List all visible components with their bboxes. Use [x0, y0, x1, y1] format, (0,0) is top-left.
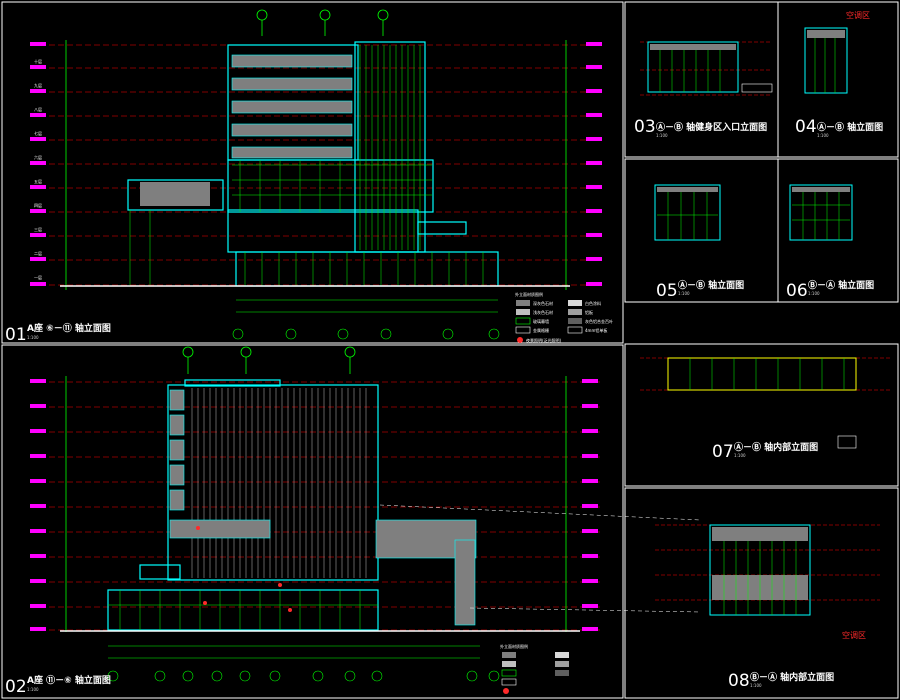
panel-number: 03: [634, 117, 656, 137]
panel-number: 01: [5, 325, 27, 345]
level-label: 二层: [34, 250, 42, 256]
panel-title: Ⓑ－Ⓐ 轴内部立面图: [750, 671, 834, 683]
panel-number: 04: [795, 117, 817, 137]
panel-number: 06: [786, 281, 808, 301]
legend-item: 灰色铝合金百叶: [585, 318, 613, 324]
panel-scale: 1:100: [734, 453, 746, 458]
level-label: 七层: [34, 130, 42, 136]
panel-title: A座 ⑥－⑪ 轴立面图: [27, 322, 111, 334]
level-label: 四层: [34, 202, 42, 208]
legend-item: 4mm铝单板: [585, 327, 607, 333]
panel-title: Ⓐ－Ⓑ 轴健身区入口立面图: [656, 121, 767, 133]
panel-number: 08: [728, 671, 750, 691]
legend-item: 铝板: [585, 309, 593, 315]
elevation-06: 06 Ⓑ－Ⓐ 轴立面图 1:100: [786, 184, 874, 301]
red-note: 空调区: [842, 630, 866, 640]
level-label: 五层: [34, 178, 42, 184]
legend-item: 玻璃幕墙: [533, 318, 549, 324]
legend: 外立面材质图例 深灰色石材 浅灰色石材 玻璃幕墙 金属格栅 白色涂料 铝板 灰色…: [515, 291, 613, 343]
red-note: 空调区: [846, 10, 870, 20]
panel-number: 02: [5, 677, 27, 697]
level-label: 三层: [34, 226, 42, 232]
panel-scale: 1:100: [656, 133, 668, 138]
panel-title: Ⓐ－Ⓑ 轴立面图: [817, 121, 883, 133]
level-label: 十层: [34, 58, 42, 64]
panel-scale: 1:100: [817, 133, 829, 138]
panel-scale: 1:100: [27, 335, 39, 340]
elevation-02: 外立面材质图例 02 A座 ⑪－⑥ 轴立面图 1:100: [5, 346, 701, 697]
legend-item: 浅灰色石材: [533, 309, 553, 315]
legend-title: 外立面材质图例: [515, 291, 543, 297]
legend-02: 外立面材质图例: [500, 643, 569, 694]
elevation-01: 十层 九层 八层 七层 六层 五层 四层 三层 二层 一层: [5, 9, 613, 345]
elevation-03: 03 Ⓐ－Ⓑ 轴健身区入口立面图 1:100: [634, 41, 773, 138]
legend-title: 外立面材质图例: [500, 643, 528, 649]
level-label: 九层: [34, 82, 42, 88]
elevation-05: 05 Ⓐ－Ⓑ 轴立面图 1:100: [654, 184, 744, 301]
legend-item: 夜景照明(泛光照明): [526, 337, 562, 343]
panel-number: 07: [712, 442, 734, 462]
panel-scale: 1:100: [750, 683, 762, 688]
legend-item: 白色涂料: [585, 300, 601, 306]
panel-title: Ⓐ－Ⓑ 轴内部立面图: [734, 441, 818, 453]
legend-item: 深灰色石材: [533, 300, 553, 306]
panel-scale: 1:100: [27, 687, 39, 692]
elevation-08: 空调区 08 Ⓑ－Ⓐ 轴内部立面图 1:100: [655, 524, 880, 691]
level-label: 一层: [34, 274, 42, 280]
panel-scale: 1:100: [678, 291, 690, 296]
elevation-04: 空调区 04 Ⓐ－Ⓑ 轴立面图 1:100: [795, 10, 883, 138]
elevation-07: 07 Ⓐ－Ⓑ 轴内部立面图 1:100: [640, 357, 890, 462]
level-label: 八层: [34, 106, 42, 112]
panel-number: 05: [656, 281, 678, 301]
panel-title: A座 ⑪－⑥ 轴立面图: [27, 674, 111, 686]
panel-title: Ⓑ－Ⓐ 轴立面图: [808, 279, 874, 291]
panel-scale: 1:100: [808, 291, 820, 296]
legend-item: 金属格栅: [533, 327, 549, 333]
panel-title: Ⓐ－Ⓑ 轴立面图: [678, 279, 744, 291]
level-label: 六层: [34, 154, 42, 160]
